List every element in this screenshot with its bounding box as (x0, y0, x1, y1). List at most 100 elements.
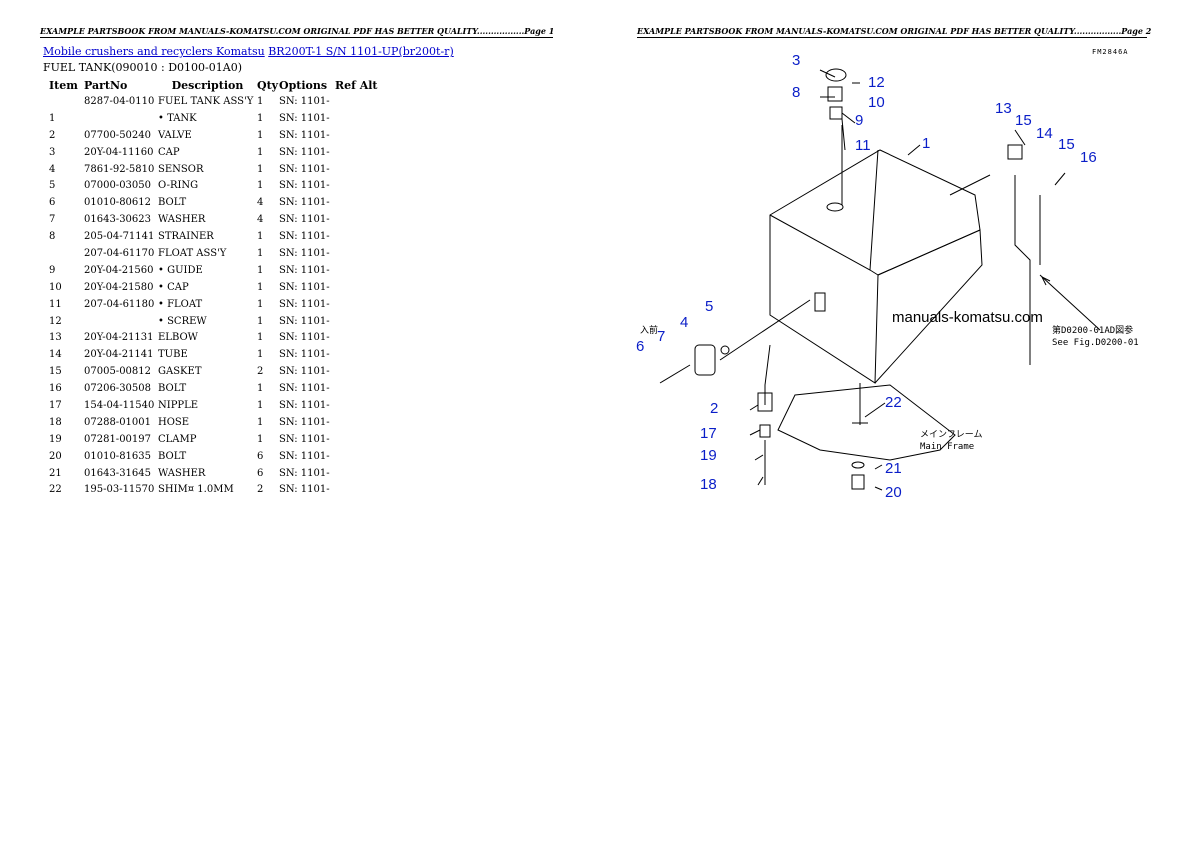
ref-alt-cell (335, 211, 385, 228)
ref-alt-cell (335, 262, 385, 279)
exploded-parts-diagram: 1 2 3 4 5 6 7 8 9 10 11 12 13 14 15 15 1… (636, 52, 1139, 501)
column-header-options: Options (279, 78, 328, 92)
partno-cell: 205-04-71141 (84, 231, 155, 243)
column-header-ref-alt: Ref Alt (335, 78, 378, 92)
callout-12: 12 (868, 74, 885, 91)
description-cell: • CAP (158, 281, 189, 293)
column-header-description: Description (171, 78, 244, 92)
section-title: FUEL TANK(090010 : D0100-01A0) (43, 61, 242, 74)
partno-cell: 07700-50240 (84, 129, 152, 141)
ref-alt-cell (335, 194, 385, 211)
page-header: EXAMPLE PARTSBOOK FROM MANUALS-KOMATSU.C… (637, 26, 1152, 38)
partno-cell: 07000-03050 (84, 180, 152, 192)
ref-alt-cell (335, 431, 385, 448)
item-cell: 15 (49, 366, 62, 378)
item-cell: 16 (49, 383, 62, 395)
main-frame-plate (777, 384, 956, 461)
item-cell: 17 (49, 399, 62, 411)
qty-cell: 1 (257, 298, 264, 310)
ref-alt-cell (335, 127, 385, 144)
options-cell: SN: 1101- (279, 264, 330, 276)
callout-4: 4 (680, 314, 688, 331)
qty-cell: 1 (257, 399, 264, 411)
callout-5: 5 (705, 298, 713, 315)
qty-cell: 2 (257, 484, 264, 496)
partno-cell: 07005-00812 (84, 366, 152, 378)
breadcrumb-link-category[interactable]: Mobile crushers and recyclers Komatsu (43, 45, 265, 58)
frame-label-en: Main Frame (920, 442, 974, 452)
options-cell: SN: 1101- (279, 129, 330, 141)
description-cell: • GUIDE (158, 264, 203, 276)
ref-alt-cell (335, 144, 385, 161)
partno-cell: 01643-30623 (84, 214, 152, 226)
options-cell: SN: 1101- (279, 433, 330, 445)
callout-21: 21 (885, 460, 902, 477)
item-cell: 18 (49, 416, 62, 428)
callout-13: 13 (995, 100, 1012, 117)
item-cell: 11 (49, 298, 62, 310)
item-cell: 2 (49, 129, 56, 141)
reference-note-en: See Fig.D0200-01 (1052, 338, 1139, 348)
reference-note-jp: 第D0200-01AD図参 (1052, 324, 1133, 336)
page-header: EXAMPLE PARTSBOOK FROM MANUALS-KOMATSU.C… (40, 26, 555, 38)
description-cell: FLOAT ASS'Y (158, 247, 227, 259)
description-cell: WASHER (158, 467, 206, 479)
ref-alt-cell (335, 380, 385, 397)
ref-alt-cell (335, 363, 385, 380)
description-cell: WASHER (158, 214, 206, 226)
breadcrumb-link-model[interactable]: BR200T-1 S/N 1101-UP(br200t-r) (268, 45, 454, 58)
ref-alt-cell (335, 448, 385, 465)
item-cell: 20 (49, 450, 62, 462)
options-cell: SN: 1101- (279, 214, 330, 226)
item-cell: 14 (49, 349, 62, 361)
qty-cell: 6 (257, 467, 264, 479)
qty-cell: 1 (257, 315, 264, 327)
callout-11: 11 (855, 137, 871, 154)
item-cell: 22 (49, 484, 62, 496)
partno-cell: 07288-01001 (84, 416, 152, 428)
callout-1: 1 (922, 135, 930, 152)
partno-cell: 07206-30508 (84, 383, 152, 395)
description-cell: BOLT (158, 383, 187, 395)
options-cell: SN: 1101- (279, 366, 330, 378)
qty-cell: 1 (257, 383, 264, 395)
callout-9: 9 (855, 112, 863, 129)
ref-alt-cell (335, 346, 385, 363)
ref-alt-cell (335, 228, 385, 245)
callout-8: 8 (792, 84, 800, 101)
ref-alt-cell (335, 313, 385, 330)
partno-cell (84, 110, 158, 127)
callout-7: 7 (657, 328, 665, 345)
ref-alt-cell (335, 465, 385, 482)
ref-alt-cell (335, 279, 385, 296)
diagram-page: EXAMPLE PARTSBOOK FROM MANUALS-KOMATSU.C… (595, 0, 1190, 842)
description-cell: FUEL TANK ASS'Y (158, 95, 254, 107)
options-cell: SN: 1101- (279, 231, 330, 243)
item-cell (43, 245, 84, 262)
qty-cell: 1 (257, 247, 264, 259)
description-cell: O-RING (158, 180, 199, 192)
partno-cell: 20Y-04-21560 (84, 264, 154, 276)
qty-cell: 2 (257, 366, 264, 378)
partno-cell: 20Y-04-21580 (84, 281, 154, 293)
partno-cell: 154-04-11540 (84, 399, 155, 411)
qty-cell: 1 (257, 433, 264, 445)
options-cell: SN: 1101- (279, 484, 330, 496)
column-header-partno: PartNo (84, 78, 128, 92)
item-cell: 13 (49, 332, 62, 344)
column-header-item: Item (49, 78, 78, 92)
options-cell: SN: 1101- (279, 146, 330, 158)
callout-22: 22 (885, 394, 902, 411)
callout-10: 10 (868, 94, 885, 111)
description-cell: CLAMP (158, 433, 197, 445)
qty-cell: 4 (257, 214, 264, 226)
